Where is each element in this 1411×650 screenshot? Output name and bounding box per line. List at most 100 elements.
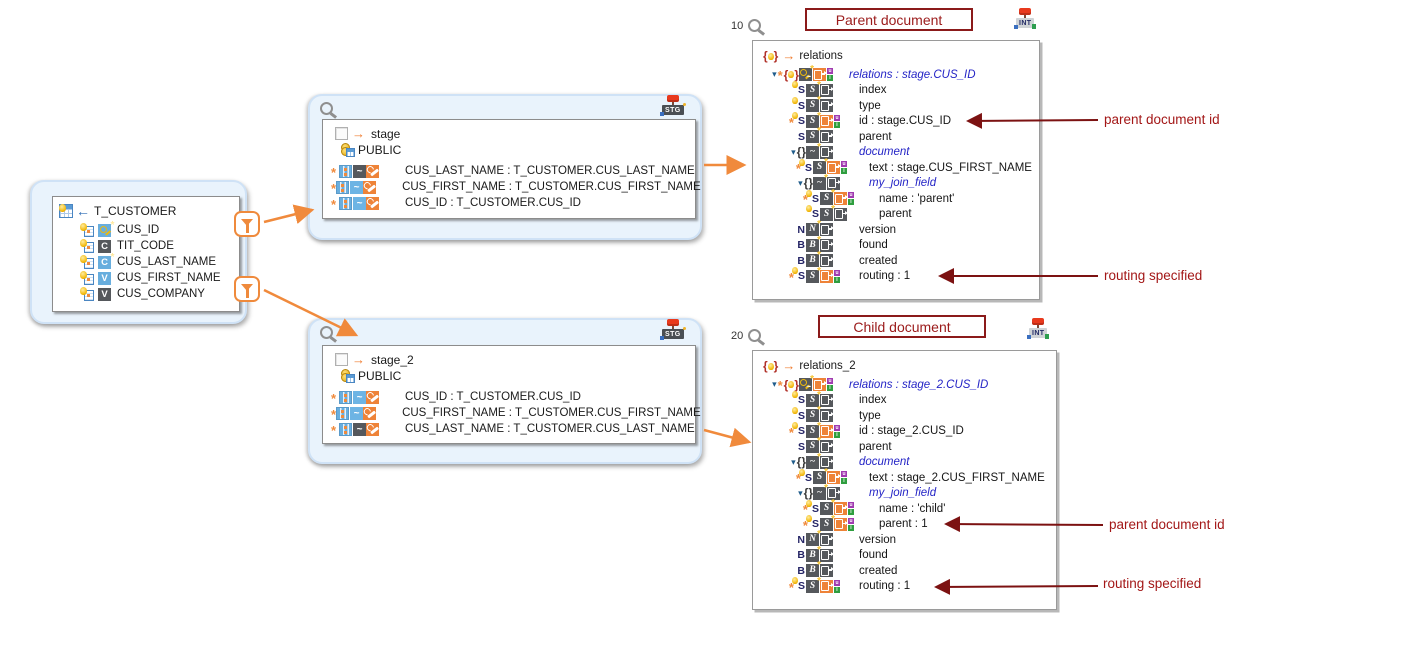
tree-row[interactable]: ▾{}~*my_join_field	[753, 483, 1056, 502]
lightbulb-icon	[59, 204, 66, 212]
magnifier-icon[interactable]	[748, 19, 761, 32]
stage-header: → stage	[323, 120, 695, 142]
tree-row[interactable]: ▾{}~*document	[753, 142, 1039, 161]
tree-row[interactable]: NN*version	[753, 529, 1056, 548]
schema-row: PUBLIC	[323, 368, 695, 383]
tree-row[interactable]: SS*parent	[753, 204, 1039, 223]
datatype-tile-icon: N*	[806, 219, 821, 237]
root-element-row[interactable]: {} → relations	[753, 41, 1039, 67]
tree-row[interactable]: NN*version	[753, 219, 1039, 238]
stage-field-row[interactable]: *~CUS_FIRST_NAME : T_CUSTOMER.CUS_FIRST_…	[323, 405, 701, 421]
type-tile-icons: B*	[806, 250, 834, 268]
tree-row[interactable]: SS*type	[753, 405, 1056, 424]
unique-badge-icon: u	[827, 68, 833, 75]
index-badge-icon: i	[834, 586, 840, 593]
customer-column-row[interactable]: *CUS_ID	[53, 220, 239, 238]
tree-row[interactable]: SS*parent	[753, 126, 1039, 145]
collapse-triangle-icon[interactable]: ▾	[798, 487, 803, 498]
stage-field-row[interactable]: *~CUS_FIRST_NAME : T_CUSTOMER.CUS_FIRST_…	[323, 179, 701, 195]
root-element-row[interactable]: {} → relations_2	[753, 351, 1056, 377]
magnifier-icon[interactable]	[748, 329, 761, 342]
type-letter-icon: S	[791, 96, 805, 112]
collapse-triangle-icon[interactable]: ▾	[772, 69, 777, 80]
stage-field-row[interactable]: *~CUS_LAST_NAME : T_CUSTOMER.CUS_LAST_NA…	[323, 163, 695, 179]
tree-node-label: index	[859, 84, 887, 97]
tree-row[interactable]: BB*found	[753, 545, 1056, 564]
collapse-triangle-icon[interactable]: ▾	[798, 177, 803, 188]
stg-badge[interactable]: STG	[660, 319, 686, 340]
tile-letter: S	[816, 472, 823, 483]
int-badge[interactable]: INT	[1013, 8, 1038, 29]
tree-row[interactable]: SS*type	[753, 95, 1039, 114]
customer-column-row[interactable]: C*CUS_LAST_NAME	[53, 252, 239, 270]
stage-field-row[interactable]: *~CUS_LAST_NAME : T_CUSTOMER.CUS_LAST_NA…	[323, 421, 695, 437]
lightbulb-icon	[798, 468, 805, 476]
checkbox-icon[interactable]	[335, 127, 348, 140]
collapse-triangle-icon[interactable]: ▾	[772, 379, 777, 390]
tree-row[interactable]: BB*created	[753, 250, 1039, 269]
badge-label: INT	[1026, 328, 1051, 339]
tree-row[interactable]: ▾{}~*document	[753, 452, 1056, 471]
tree-row[interactable]: SS*parent	[753, 436, 1056, 455]
collapse-triangle-icon[interactable]: ▾	[791, 146, 796, 157]
tree-row[interactable]: ▾{}~*my_join_field	[753, 173, 1039, 192]
tree-row[interactable]: BB*created	[753, 560, 1056, 579]
schema-row: PUBLIC	[323, 142, 695, 157]
tile-letter: N	[809, 224, 816, 235]
checkbox-icon[interactable]	[335, 353, 348, 366]
int-badge[interactable]: INT	[1026, 318, 1051, 339]
datatype-tile-icon: ~*	[799, 374, 814, 392]
datatype-tile-icon: B*	[806, 250, 821, 268]
filter-button-1[interactable]	[234, 211, 260, 237]
stg-badge[interactable]: STG	[660, 95, 686, 116]
magnifier-icon[interactable]	[320, 102, 333, 115]
magnifier-icon[interactable]	[320, 326, 333, 339]
datatype-tile-icon: S*	[806, 111, 821, 128]
tree-node-label: found	[859, 549, 888, 562]
stage2-card[interactable]: STG → stage_2 PUBLIC *~CUS_ID : T_CUSTOM…	[308, 318, 702, 464]
mapping-asterisk-icon: *	[802, 517, 808, 533]
stage-field-row[interactable]: *~CUS_ID : T_CUSTOMER.CUS_ID	[323, 195, 695, 211]
stage2-panel[interactable]: → stage_2 PUBLIC *~CUS_ID : T_CUSTOMER.C…	[322, 345, 701, 444]
stage-card[interactable]: STG → stage PUBLIC *~CUS_LAST_NAME : T_C…	[308, 94, 702, 240]
asterisk-icon: *	[817, 421, 821, 432]
type-letter-icon: S	[791, 81, 805, 96]
column-usage-icon	[80, 270, 94, 285]
tile-letter: B	[809, 239, 816, 250]
lightbulb-icon	[80, 238, 87, 247]
tile-letter: S	[823, 208, 830, 219]
tree-row[interactable]: SS*index	[753, 390, 1056, 409]
tree-row[interactable]: SS*index	[753, 80, 1039, 99]
mapping-asterisk-icon: *	[788, 269, 794, 285]
type-letter-icon: S	[791, 577, 805, 592]
output-door-icon	[820, 238, 834, 252]
tree-node-label: routing : 1	[859, 270, 911, 283]
asterisk-icon: *	[817, 576, 821, 587]
stage-field-row[interactable]: *~CUS_ID : T_CUSTOMER.CUS_ID	[323, 389, 695, 405]
collapse-triangle-icon[interactable]: ▾	[791, 456, 796, 467]
stage-panel[interactable]: → stage PUBLIC *~CUS_LAST_NAME : T_CUSTO…	[322, 119, 701, 219]
filter-button-2[interactable]	[234, 276, 260, 302]
tree-row[interactable]: BB*found	[753, 235, 1039, 254]
door-glyph	[820, 441, 834, 452]
